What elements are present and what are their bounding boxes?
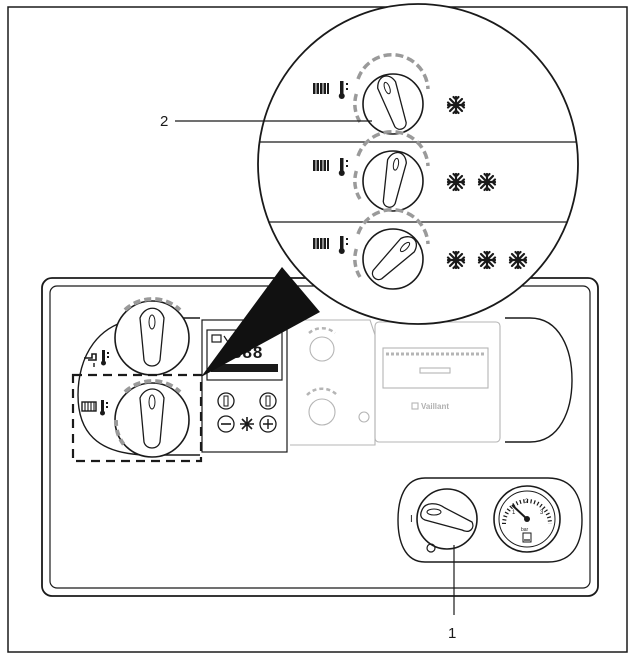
heating-knob[interactable]	[353, 129, 430, 212]
gauge-unit: bar	[521, 527, 529, 533]
radiator-icon	[313, 160, 329, 171]
heating-knob[interactable]	[353, 52, 430, 135]
heating-knob[interactable]	[353, 207, 430, 290]
plus-button[interactable]	[259, 415, 277, 433]
setting-row	[313, 129, 497, 212]
gauge-tick-3: 3	[540, 510, 544, 516]
chimney-sweep-icon	[240, 417, 254, 431]
switch-off-mark	[426, 543, 436, 553]
brand-label: Vaillant	[421, 402, 449, 411]
thermometer-icon	[338, 158, 348, 176]
snowflake-icon	[446, 250, 466, 270]
info-button-left[interactable]	[217, 392, 235, 410]
snowflake-icon	[508, 250, 528, 270]
setting-row	[313, 207, 528, 290]
callout-2-label: 2	[160, 113, 168, 130]
hot-water-knob[interactable]	[114, 297, 190, 376]
figure-frame	[7, 6, 628, 653]
pressure-gauge	[493, 485, 561, 553]
info-button-right[interactable]	[259, 392, 277, 410]
radiator-icon	[313, 238, 329, 249]
thermometer-icon	[101, 350, 109, 366]
gauge-tick-1: 1	[512, 510, 516, 516]
faded-panel	[290, 319, 501, 446]
thermometer-icon	[338, 236, 348, 254]
thermometer-icon	[338, 81, 348, 99]
gauge-tick-2: 2	[525, 499, 529, 505]
thermometer-icon	[100, 400, 108, 416]
setting-row	[313, 52, 466, 135]
highlight-box	[71, 373, 203, 463]
snowflake-icon	[477, 172, 497, 192]
snowflake-icon	[446, 95, 466, 115]
radiator-icon	[313, 83, 329, 94]
right-lobe-outline	[505, 317, 573, 443]
radiator-icon	[81, 401, 97, 412]
magnifier-wedge	[201, 267, 320, 377]
callout-1-label: 1	[448, 625, 456, 642]
lower-module-outline	[397, 477, 583, 563]
heating-knob[interactable]	[113, 379, 190, 458]
snowflake-icon	[446, 172, 466, 192]
switch-on-mark: I	[410, 514, 413, 525]
main-switch-knob[interactable]	[416, 488, 478, 550]
snowflake-icon	[477, 250, 497, 270]
setting-rows	[313, 52, 528, 290]
minus-button[interactable]	[217, 415, 235, 433]
tap-icon	[84, 353, 97, 367]
